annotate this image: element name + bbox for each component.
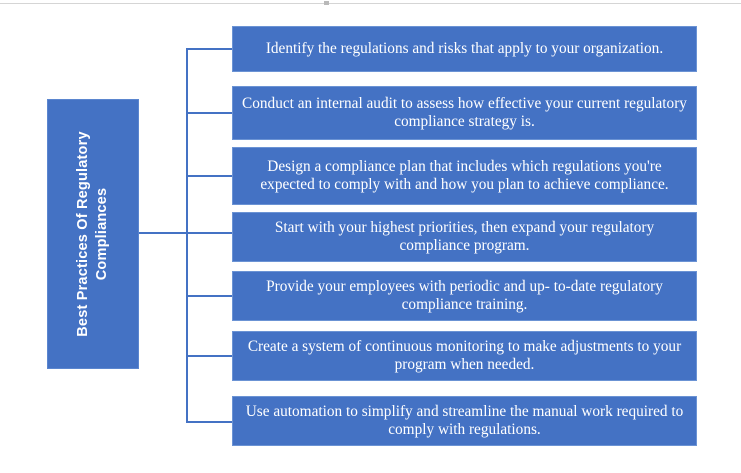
branch-connector-4 bbox=[186, 232, 232, 234]
vertical-trunk-connector bbox=[186, 48, 188, 423]
root-stem-connector bbox=[139, 232, 187, 234]
branch-connector-7 bbox=[186, 421, 232, 423]
practice-box-1[interactable]: Identify the regulations and risks that … bbox=[232, 26, 697, 72]
practice-box-2[interactable]: Conduct an internal audit to assess how … bbox=[232, 86, 697, 140]
practice-box-5[interactable]: Provide your employees with periodic and… bbox=[232, 271, 697, 321]
practice-box-3[interactable]: Design a compliance plan that includes w… bbox=[232, 147, 697, 205]
practice-box-4[interactable]: Start with your highest priorities, then… bbox=[232, 212, 697, 262]
practice-label-2: Conduct an internal audit to assess how … bbox=[242, 94, 687, 130]
practice-label-1: Identify the regulations and risks that … bbox=[265, 39, 664, 57]
top-page-mark bbox=[324, 1, 329, 5]
root-node-box[interactable]: Best Practices Of Regulatory Compliances bbox=[47, 99, 139, 369]
branch-connector-3 bbox=[186, 175, 232, 177]
practice-box-6[interactable]: Create a system of continuous monitoring… bbox=[232, 331, 697, 381]
practice-label-6: Create a system of continuous monitoring… bbox=[247, 337, 682, 373]
branch-connector-2 bbox=[186, 112, 232, 114]
practice-label-7: Use automation to simplify and streamlin… bbox=[245, 402, 684, 438]
practice-label-3: Design a compliance plan that includes w… bbox=[260, 157, 669, 193]
root-node-label: Best Practices Of Regulatory Compliances bbox=[75, 131, 110, 337]
branch-connector-1 bbox=[186, 48, 232, 50]
practice-label-4: Start with your highest priorities, then… bbox=[274, 218, 655, 254]
branch-connector-6 bbox=[186, 355, 232, 357]
practice-box-7[interactable]: Use automation to simplify and streamlin… bbox=[232, 396, 697, 446]
branch-connector-5 bbox=[186, 295, 232, 297]
practice-label-5: Provide your employees with periodic and… bbox=[266, 277, 663, 313]
top-divider-rule bbox=[0, 3, 741, 4]
